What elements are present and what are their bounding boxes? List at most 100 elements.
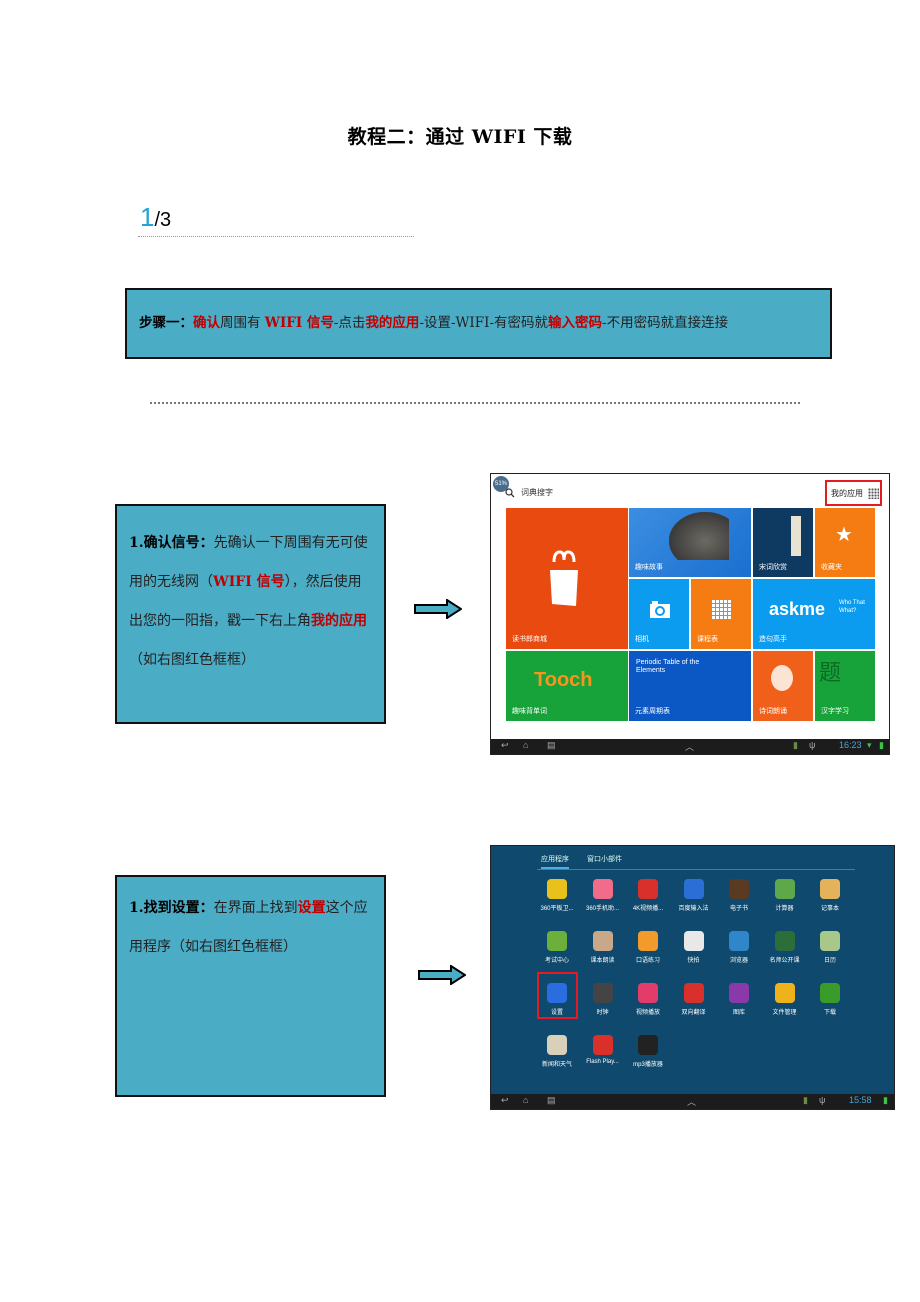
tile-vocabulary[interactable]: Tooch 趣味背单词: [506, 651, 628, 721]
app-glyph-icon: [592, 1035, 613, 1055]
system-nav-bar: ↩ ⌂ ▤ ︿ ▮ ψ 16:23 ▾ ▮: [491, 739, 889, 754]
tab-applications[interactable]: 应用程序: [541, 854, 569, 869]
app-icon-11[interactable]: 浏览器: [715, 931, 763, 964]
app-icon-0[interactable]: 360平板卫...: [533, 879, 581, 912]
app-glyph-icon: [683, 879, 704, 899]
tile-label: 宋词欣赏: [759, 564, 787, 571]
chevron-up-icon[interactable]: ︿: [685, 742, 695, 752]
app-icon-10[interactable]: 快拍: [670, 931, 718, 964]
note1-text-1: 先确认一下周围有无可使用的无线网（: [129, 535, 368, 590]
wifi-icon: ▾: [867, 740, 872, 750]
note1-highlight-myapps: 我的应用: [311, 613, 367, 629]
app-label: 浏览器: [729, 958, 748, 964]
squirrel-image: [669, 512, 729, 560]
app-glyph-icon: [729, 983, 749, 1003]
tab-widgets[interactable]: 窗口小部件: [587, 856, 622, 863]
step-text-part: 输入密码: [548, 315, 603, 331]
chevron-up-icon[interactable]: ︿: [687, 1097, 697, 1107]
tile-stories[interactable]: 趣味故事: [629, 508, 751, 577]
note2-heading: 1.找到设置：: [129, 900, 214, 916]
home-icon[interactable]: ⌂: [523, 1095, 529, 1105]
app-label: 考试中心: [544, 958, 569, 964]
app-icon-21[interactable]: 新闻和天气: [533, 1035, 581, 1068]
tile-periodic-table[interactable]: Periodic Table of the Elements 元素周期表: [629, 651, 751, 721]
app-icon-12[interactable]: 名师公开课: [761, 931, 809, 964]
app-label: 视频播放: [635, 1010, 660, 1016]
tile-schedule[interactable]: 课程表: [691, 579, 751, 649]
system-nav-bar: ↩ ⌂ ▤ ︿ ▮ ψ 15:58 ▮: [491, 1094, 894, 1109]
tile-label: 收藏夹: [821, 564, 842, 571]
page-current: 1: [140, 202, 155, 232]
tile-askme[interactable]: askme Who That What? 造句高手: [753, 579, 875, 649]
app-glyph-icon: [547, 1035, 567, 1055]
star-icon: ★: [835, 524, 853, 546]
app-icon-2[interactable]: 4K视频播...: [624, 879, 672, 912]
app-icon-7[interactable]: 考试中心: [533, 931, 581, 964]
tile-store[interactable]: 读书郎商城: [506, 508, 628, 649]
app-glyph-icon: [729, 931, 749, 951]
app-label: 时钟: [596, 1010, 609, 1016]
tile-characters[interactable]: 题 汉字学习: [815, 651, 875, 721]
app-icon-23[interactable]: mp3播放器: [624, 1035, 672, 1068]
tile-recitation[interactable]: 诗词朗诵: [753, 651, 813, 721]
app-icon-8[interactable]: 课本朗读: [579, 931, 627, 964]
back-icon[interactable]: ↩: [501, 740, 509, 750]
app-label: 图库: [732, 1010, 745, 1016]
app-label: 计算器: [775, 906, 794, 912]
notification-icon: ▮: [803, 1095, 808, 1105]
app-glyph-icon: [820, 983, 840, 1003]
app-icon-6[interactable]: 记事本: [806, 879, 854, 912]
app-icon-1[interactable]: 360手机助...: [579, 879, 627, 912]
right-arrow-icon: [414, 599, 462, 619]
app-icon-19[interactable]: 文件管理: [761, 983, 809, 1016]
app-label: mp3播放器: [633, 1062, 663, 1068]
tile-label: 诗词朗诵: [759, 708, 787, 715]
my-apps-button[interactable]: 我的应用: [825, 480, 882, 506]
app-icon-15[interactable]: 时钟: [579, 983, 627, 1016]
app-label: 百度输入法: [678, 906, 709, 912]
app-icon-3[interactable]: 百度输入法: [670, 879, 718, 912]
app-label: 记事本: [820, 906, 839, 912]
tile-camera[interactable]: 相机: [629, 579, 689, 649]
app-icon-17[interactable]: 双向翻译: [670, 983, 718, 1016]
tile-favorites[interactable]: ★ 收藏夹: [815, 508, 875, 577]
app-glyph-icon: [729, 879, 749, 899]
home-icon[interactable]: ⌂: [523, 740, 529, 750]
instruction-note-2: 1.找到设置：在界面上找到设置这个应用程序（如右图红色框框）: [115, 875, 386, 1097]
app-label: 口语练习: [635, 958, 660, 964]
clock-time: 15:58: [849, 1095, 872, 1105]
app-label: 360手机助...: [585, 906, 619, 912]
app-icon-4[interactable]: 电子书: [715, 879, 763, 912]
tile-song-poems[interactable]: 宋词欣赏: [753, 508, 813, 577]
app-icon-5[interactable]: 计算器: [761, 879, 809, 912]
recent-apps-icon[interactable]: ▤: [547, 1095, 556, 1105]
battery-icon: ▮: [883, 1095, 888, 1105]
app-icon-16[interactable]: 视频播放: [624, 983, 672, 1016]
app-icon-13[interactable]: 日历: [806, 931, 854, 964]
app-icon-22[interactable]: Flash Play...: [579, 1035, 627, 1065]
app-icon-20[interactable]: 下载: [806, 983, 854, 1016]
note1-highlight-wifi: WIFI 信号: [213, 574, 285, 590]
tile-label: 读书郎商城: [512, 636, 547, 643]
tile-label: 课程表: [697, 636, 718, 643]
tile-label: 元素周期表: [635, 708, 670, 715]
note1-text-2: ），然后使用出您的一阳指，戳一下右上角: [129, 574, 362, 629]
app-glyph-icon: [592, 879, 613, 899]
app-icon-9[interactable]: 口语练习: [624, 931, 672, 964]
recent-apps-icon[interactable]: ▤: [547, 740, 556, 750]
app-label: 设置: [550, 1010, 563, 1016]
clock-time: 16:23: [839, 740, 862, 750]
tablet-app-drawer-screenshot: 应用程序 窗口小部件 360平板卫... 360手机助... 4K视频播... 百度输…: [490, 845, 895, 1110]
app-glyph-icon: [774, 931, 795, 951]
scroll-image: [791, 516, 801, 556]
note2-text-1: 在界面上找到: [213, 900, 298, 916]
back-icon[interactable]: ↩: [501, 1095, 509, 1105]
tile-label: 趣味背单词: [512, 708, 547, 715]
periodic-title: Periodic Table of the Elements: [636, 659, 700, 674]
right-arrow-icon: [418, 965, 466, 985]
app-label: 双向翻译: [681, 1010, 706, 1016]
dictionary-search[interactable]: 词典搜字: [505, 487, 553, 498]
app-icon-18[interactable]: 图库: [715, 983, 763, 1016]
app-icon-14[interactable]: 设置: [533, 983, 581, 1016]
step-banner: 步骤一：确认周围有 WIFI 信号-点击我的应用-设置-WIFI-有密码就输入密…: [125, 288, 832, 359]
